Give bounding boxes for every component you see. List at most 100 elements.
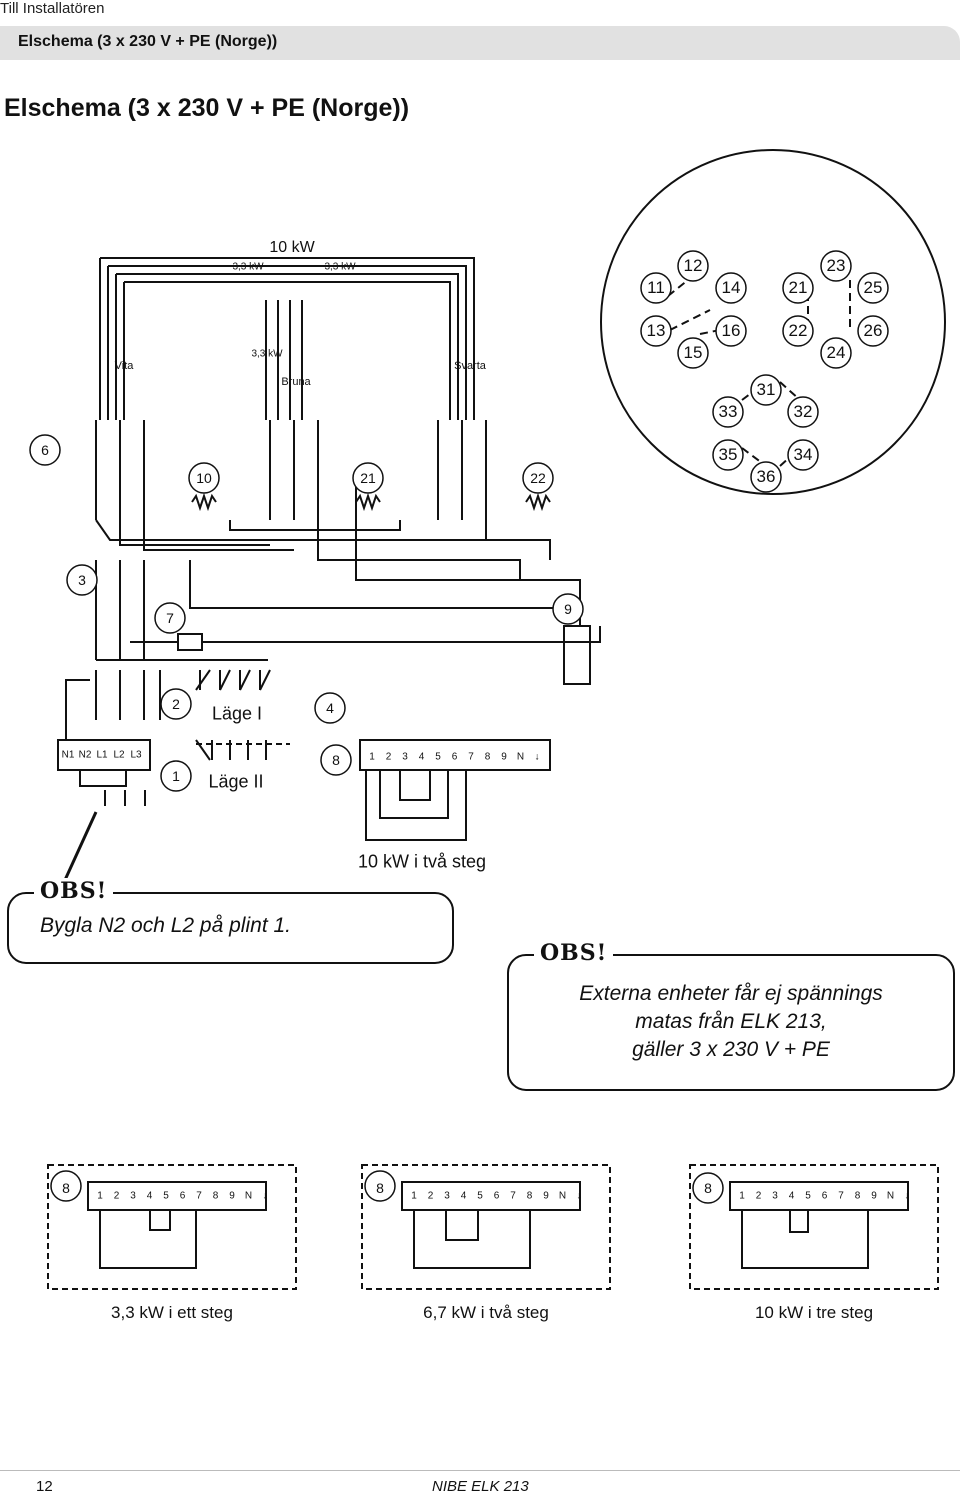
black-label: Svarta	[454, 360, 486, 372]
config-caption: 10 kW i tre steg	[754, 1303, 874, 1322]
terminal-8: 5	[435, 751, 441, 763]
config-badge: 8	[704, 1180, 712, 1196]
config-terminal: 8	[212, 1190, 219, 1202]
config-terminal: 6	[821, 1190, 828, 1202]
mode-lage2: Läge II	[208, 771, 264, 792]
circle-number: 21	[788, 278, 808, 297]
obs2-line-2: matas från ELK 213,	[635, 1010, 827, 1033]
config-terminal: 1	[97, 1190, 103, 1202]
circle-number: 14	[721, 278, 741, 297]
circle-number: 34	[793, 445, 813, 464]
circle-number: 16	[721, 321, 741, 340]
obs2-line-3: gäller 3 x 230 V + PE	[632, 1038, 830, 1061]
terminal-main: N2	[78, 749, 92, 761]
footer-rule	[0, 1470, 960, 1471]
total-kw-label: 10 kW	[269, 239, 315, 256]
callout-3: 3	[78, 572, 86, 588]
callout-1: 1	[172, 768, 180, 784]
callout-9: 9	[564, 601, 572, 617]
right-kw-label: 3,3 kW	[324, 261, 356, 273]
callout-2: 2	[172, 696, 180, 712]
config-terminal: 1	[739, 1190, 745, 1202]
white-label: Vita	[114, 360, 134, 372]
config-terminal: 6	[179, 1190, 186, 1202]
config-terminal: 7	[838, 1190, 844, 1202]
section-label: Till Installatören	[0, 0, 105, 17]
callout-7: 7	[166, 610, 174, 626]
section-bar-title: Elschema (3 x 230 V + PE (Norge))	[18, 33, 278, 50]
config-terminal: 3	[444, 1190, 450, 1202]
config-terminal: 2	[755, 1190, 762, 1202]
bottom-kw-label: 3,3 kW	[251, 348, 283, 360]
terminal-8: 8	[484, 751, 491, 763]
config-terminal: N	[886, 1190, 895, 1202]
config-terminal: 7	[510, 1190, 516, 1202]
config-terminal: 8	[526, 1190, 533, 1202]
circle-number: 24	[826, 343, 846, 362]
circle-number: 11	[647, 278, 665, 297]
config-main-caption: 10 kW i två steg	[357, 851, 487, 872]
heater-number: 22	[530, 470, 546, 486]
terminal-main: L3	[130, 749, 142, 761]
config-terminal: ↓	[262, 1190, 268, 1202]
circle-number: 33	[718, 402, 738, 421]
terminal-main: L1	[96, 749, 108, 761]
circle-number: 31	[756, 380, 776, 399]
circle-number: 13	[646, 321, 666, 340]
terminal-main: N1	[61, 749, 75, 761]
config-terminal: 4	[460, 1190, 467, 1202]
config-terminal: 3	[772, 1190, 778, 1202]
terminal-8: 1	[369, 751, 375, 763]
circle-number: 15	[683, 343, 703, 362]
section-bar: Elschema (3 x 230 V + PE (Norge))	[0, 26, 960, 60]
terminal-8: 7	[468, 751, 474, 763]
config-terminal: 7	[196, 1190, 202, 1202]
terminal-8: N	[516, 751, 525, 763]
config-badge: 8	[62, 1180, 70, 1196]
terminal-8: 4	[418, 751, 425, 763]
config-terminal: ↓	[576, 1190, 582, 1202]
terminal-8: ↓	[534, 751, 540, 763]
circle-number: 26	[863, 321, 883, 340]
callout-8: 8	[332, 752, 340, 768]
terminal-8: 9	[501, 751, 507, 763]
circle-number: 22	[788, 321, 808, 340]
config-caption: 6,7 kW i två steg	[423, 1303, 549, 1322]
terminal-8: 3	[402, 751, 408, 763]
config-badge: 8	[376, 1180, 384, 1196]
config-terminal: 8	[854, 1190, 861, 1202]
config-terminal: 5	[477, 1190, 483, 1202]
terminal-8: 6	[451, 751, 458, 763]
page-number: 12	[36, 1478, 53, 1495]
config-terminal: ↓	[904, 1190, 910, 1202]
config-terminal: 1	[411, 1190, 417, 1202]
obs1-label: OBS!	[34, 878, 114, 904]
left-kw-label: 3,3 kW	[232, 261, 264, 273]
obs1-text: Bygla N2 och L2 på plint 1.	[40, 914, 291, 937]
config-terminal: 5	[805, 1190, 811, 1202]
circle-number: 32	[793, 402, 813, 421]
config-terminal: N	[558, 1190, 567, 1202]
config-terminal: 5	[163, 1190, 169, 1202]
obs2-line-1: Externa enheter får ej spännings	[579, 982, 883, 1005]
heater-number: 10	[196, 470, 212, 486]
config-terminal: 4	[788, 1190, 795, 1202]
config-terminal: 2	[113, 1190, 120, 1202]
document-name: NIBE ELK 213	[432, 1478, 529, 1495]
config-terminal: 9	[543, 1190, 549, 1202]
terminal-8: 2	[385, 751, 392, 763]
heater-number: 21	[360, 470, 376, 486]
circle-number: 36	[756, 467, 776, 486]
mode-lage1: Läge I	[211, 703, 263, 724]
circle-number: 23	[826, 256, 846, 275]
callout-4: 4	[326, 700, 334, 716]
callout-6: 6	[41, 442, 49, 458]
config-terminal: 2	[427, 1190, 434, 1202]
obs2-label: OBS!	[534, 940, 614, 966]
config-terminal: 3	[130, 1190, 136, 1202]
terminal-main: L2	[113, 749, 125, 761]
brown-label: Bruna	[281, 376, 311, 388]
config-caption: 3,3 kW i ett steg	[111, 1303, 233, 1322]
page-title: Elschema (3 x 230 V + PE (Norge))	[4, 94, 410, 122]
